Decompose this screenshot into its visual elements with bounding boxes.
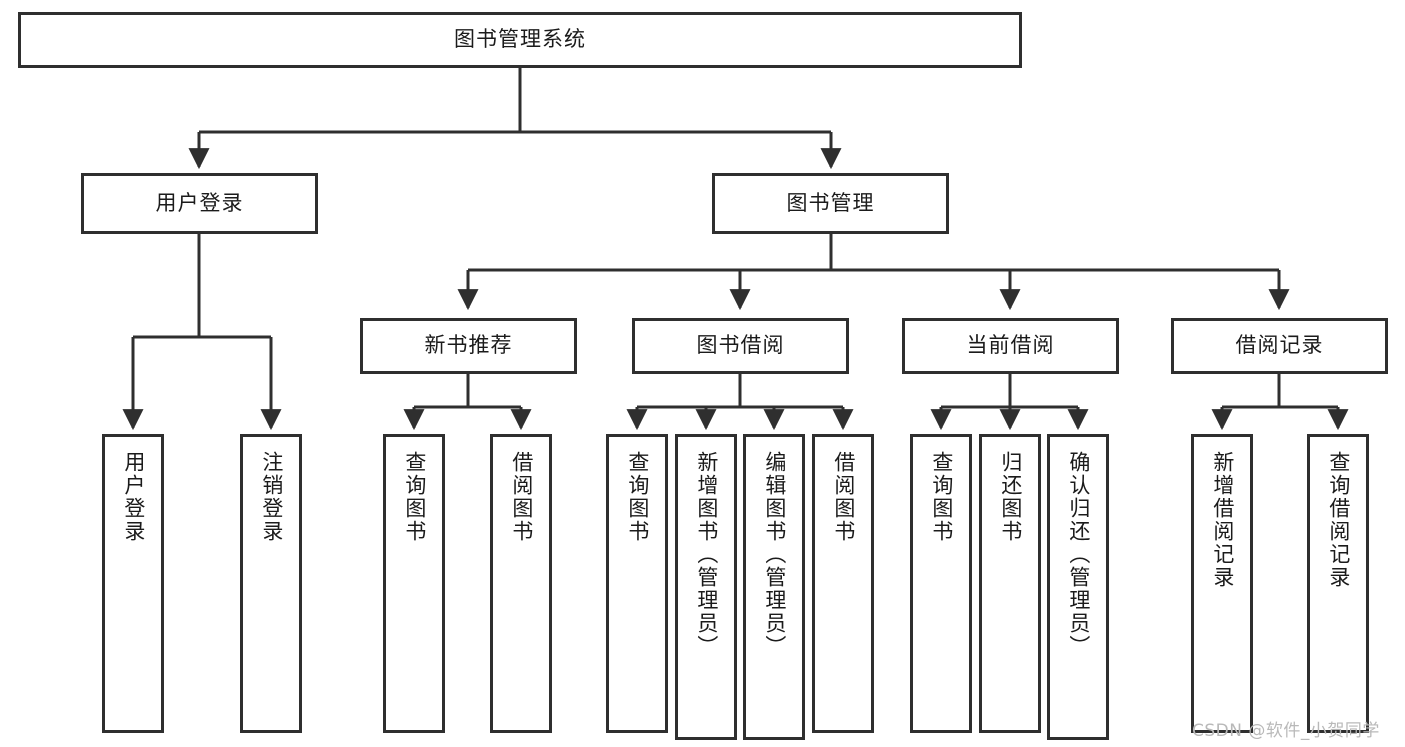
node-root-label: 图书管理系统 [454, 27, 586, 52]
leaf-bb-search-book-label: 查询图书 [625, 451, 650, 543]
node-user-login-label: 用户登录 [155, 190, 244, 215]
leaf-bb-edit-book-admin[interactable]: 编辑图书（管理员） [743, 434, 805, 740]
leaf-bb-add-book-admin[interactable]: 新增图书（管理员） [675, 434, 737, 740]
leaf-cb-return-book-label: 归还图书 [998, 451, 1023, 543]
leaf-br-search-record-label: 查询借阅记录 [1326, 451, 1351, 589]
node-book-manage[interactable]: 图书管理 [712, 173, 949, 234]
leaf-cb-search-book[interactable]: 查询图书 [910, 434, 972, 733]
leaf-user-login[interactable]: 用户登录 [102, 434, 164, 733]
leaf-logout[interactable]: 注销登录 [240, 434, 302, 733]
leaf-br-add-record-label: 新增借阅记录 [1210, 451, 1235, 589]
node-new-book-recommend[interactable]: 新书推荐 [360, 318, 577, 374]
leaf-cb-confirm-return-admin-label: 确认归还（管理员） [1066, 451, 1091, 658]
node-current-borrow-label: 当前借阅 [966, 333, 1055, 358]
leaf-cb-return-book[interactable]: 归还图书 [979, 434, 1041, 733]
node-current-borrow[interactable]: 当前借阅 [902, 318, 1119, 374]
leaf-bb-search-book[interactable]: 查询图书 [606, 434, 668, 733]
node-new-book-recommend-label: 新书推荐 [424, 333, 513, 358]
node-root[interactable]: 图书管理系统 [18, 12, 1022, 68]
leaf-nb-search-book[interactable]: 查询图书 [383, 434, 445, 733]
node-book-manage-label: 图书管理 [786, 190, 875, 215]
node-book-borrow-label: 图书借阅 [696, 333, 785, 358]
csdn-watermark: CSDN @软件_小贺同学 [1192, 721, 1380, 741]
leaf-bb-add-book-admin-label: 新增图书（管理员） [694, 451, 719, 658]
node-borrow-record[interactable]: 借阅记录 [1171, 318, 1388, 374]
leaf-nb-borrow-book[interactable]: 借阅图书 [490, 434, 552, 733]
leaf-cb-search-book-label: 查询图书 [929, 451, 954, 543]
node-user-login[interactable]: 用户登录 [81, 173, 318, 234]
leaf-br-search-record[interactable]: 查询借阅记录 [1307, 434, 1369, 733]
leaf-br-add-record[interactable]: 新增借阅记录 [1191, 434, 1253, 733]
leaf-logout-label: 注销登录 [259, 451, 284, 543]
leaf-user-login-label: 用户登录 [121, 451, 146, 543]
leaf-bb-borrow-book[interactable]: 借阅图书 [812, 434, 874, 733]
leaf-nb-borrow-book-label: 借阅图书 [509, 451, 534, 543]
node-book-borrow[interactable]: 图书借阅 [632, 318, 849, 374]
leaf-cb-confirm-return-admin[interactable]: 确认归还（管理员） [1047, 434, 1109, 740]
node-borrow-record-label: 借阅记录 [1235, 333, 1324, 358]
leaf-nb-search-book-label: 查询图书 [402, 451, 427, 543]
leaf-bb-edit-book-admin-label: 编辑图书（管理员） [762, 451, 787, 658]
leaf-bb-borrow-book-label: 借阅图书 [831, 451, 856, 543]
